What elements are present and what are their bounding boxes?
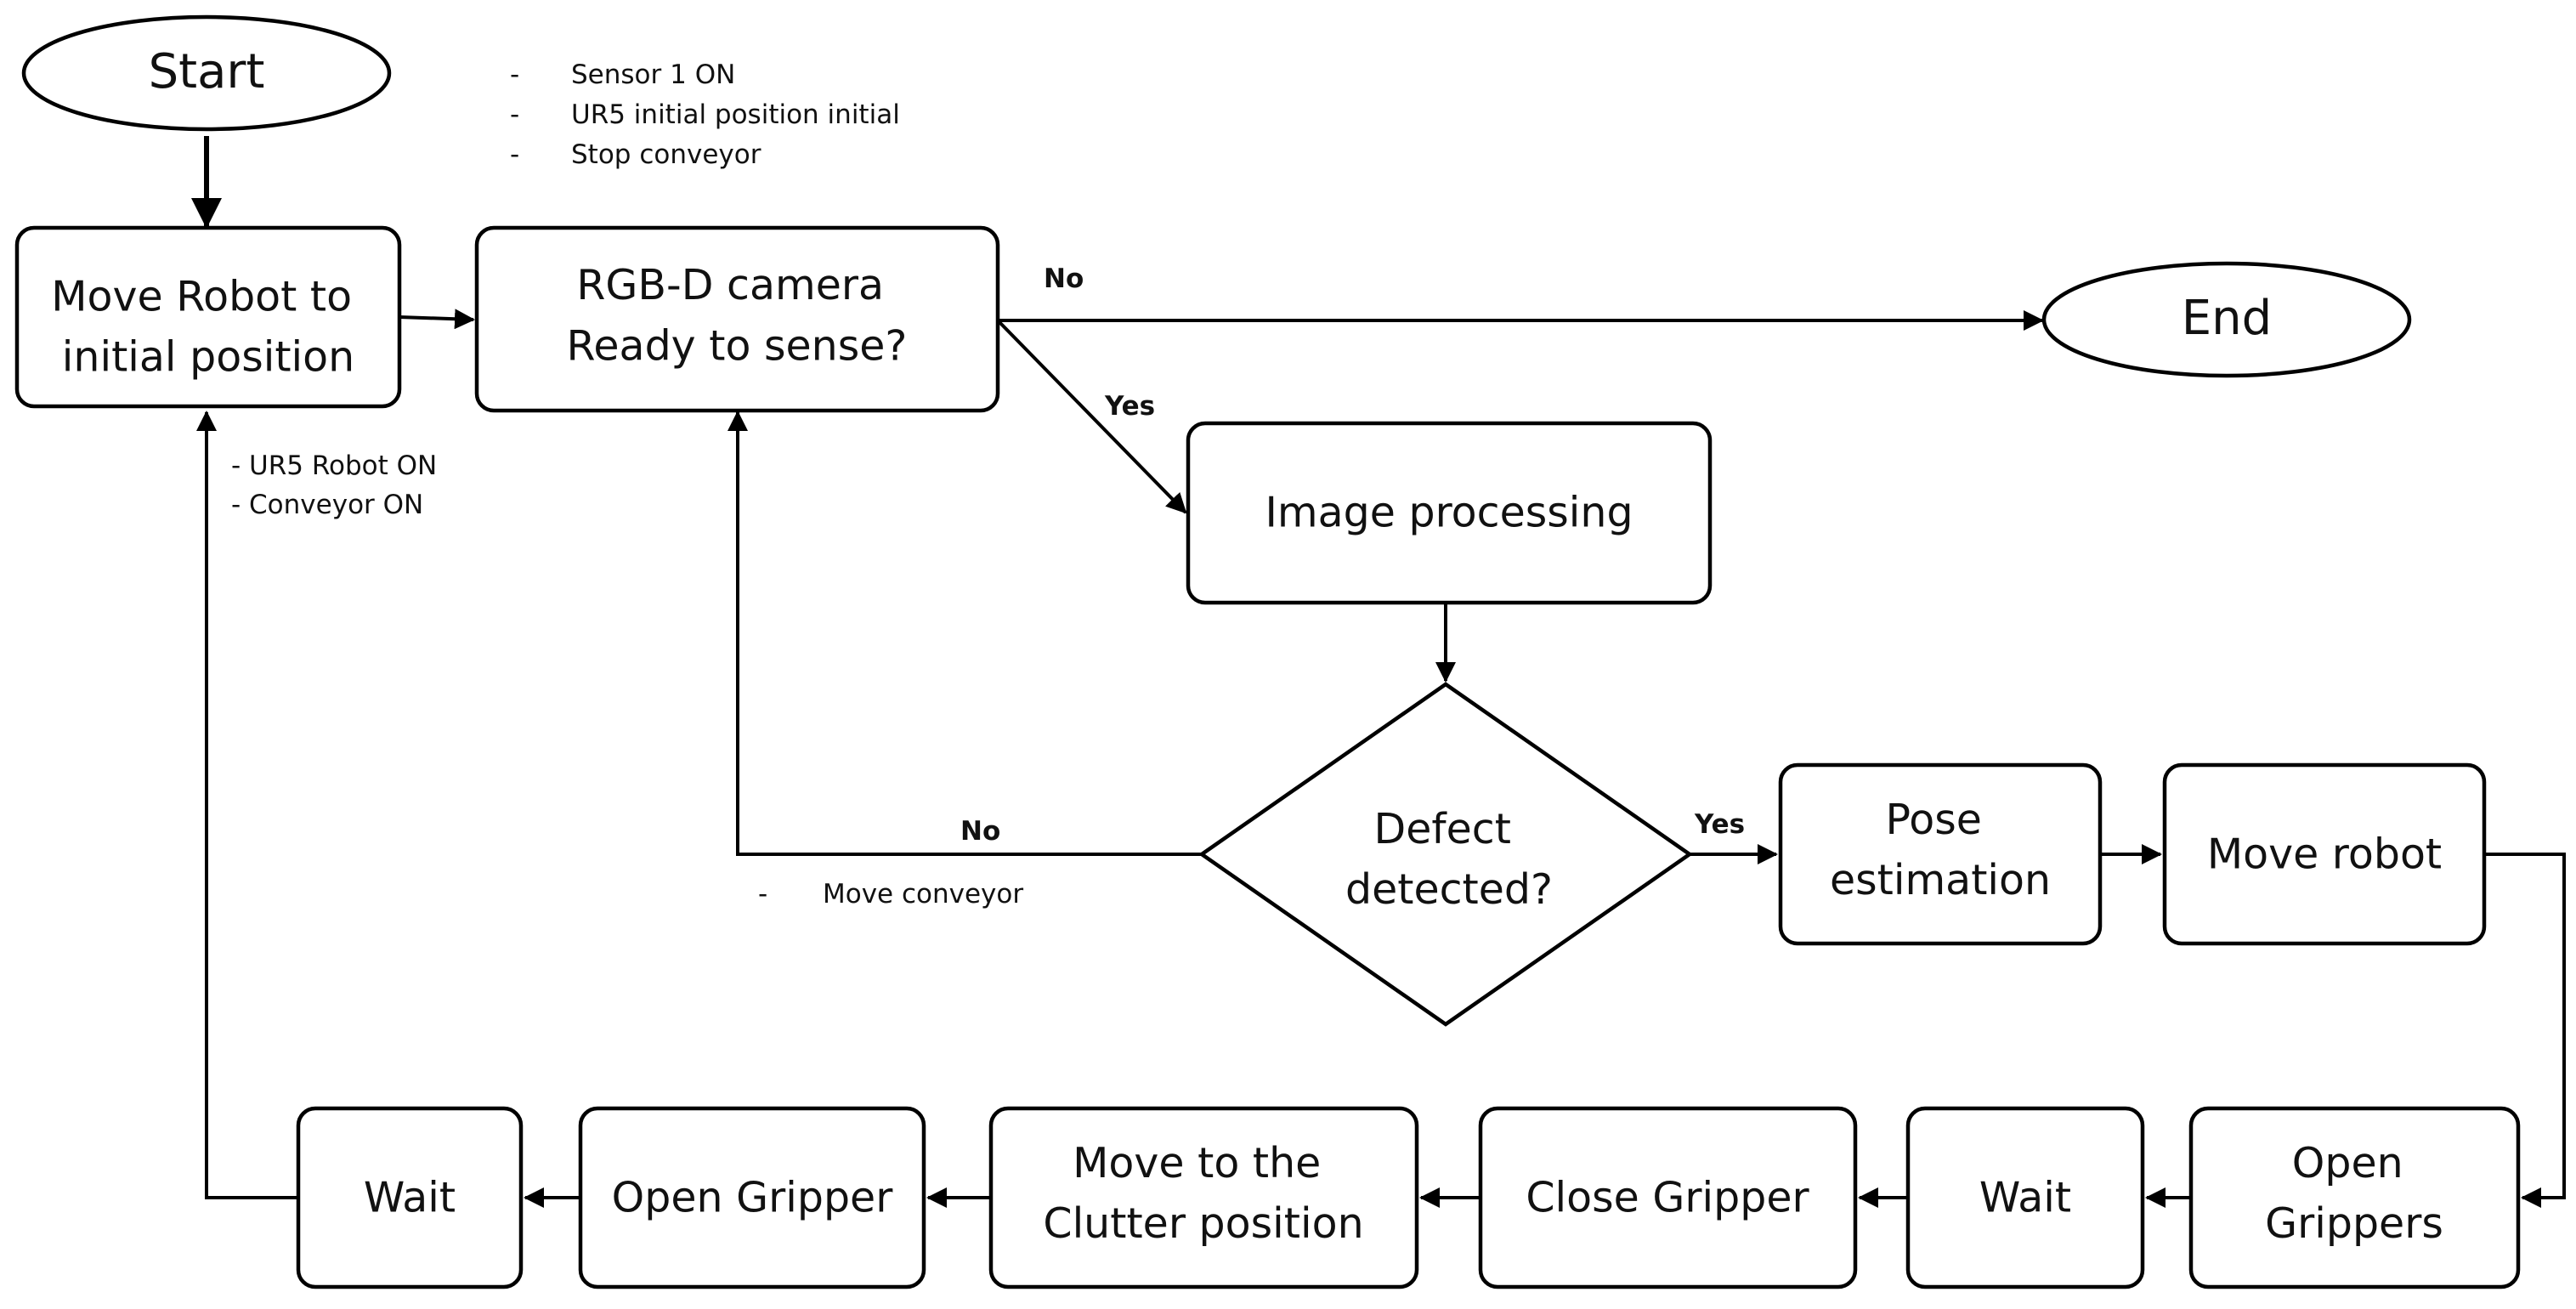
move-robot-label: Move robot xyxy=(2207,830,2442,879)
open-gripper-box: Open Gripper xyxy=(578,1106,926,1289)
svg-text:-: - xyxy=(510,60,519,90)
pose-estimation-line-2: estimation xyxy=(1830,856,2051,904)
pose-estimation-line-1: Pose xyxy=(1885,796,1981,844)
initial-condition-1: Sensor 1 ON xyxy=(571,60,735,90)
edge-move-robot-initial-to-camera xyxy=(399,309,475,330)
defect-detected-diamond: Defect detected? xyxy=(1198,682,1693,1027)
camera-ready-box: RGB-D camera Ready to sense? xyxy=(474,225,1000,413)
defect-detected-line-2: detected? xyxy=(1345,865,1553,914)
image-processing-label: Image processing xyxy=(1265,489,1633,537)
return-condition-1: - UR5 Robot ON xyxy=(231,450,437,481)
svg-text:Move Robot to initial po: Move Robot to initial position xyxy=(51,273,365,382)
move-robot-initial-line-1: Move Robot to xyxy=(51,273,352,321)
open-grippers-line-2: Grippers xyxy=(2265,1199,2443,1248)
move-clutter-line-1: Move to the xyxy=(1073,1139,1321,1187)
wait-left-label: Wait xyxy=(364,1174,456,1222)
camera-no-label: No xyxy=(1044,264,1084,294)
edge-move-robot-to-open-grippers xyxy=(2484,853,2566,1208)
move-robot-initial-line-2: initial position xyxy=(62,333,354,382)
close-gripper-label: Close Gripper xyxy=(1526,1174,1809,1222)
open-gripper-label: Open Gripper xyxy=(612,1174,894,1222)
edge-defect-to-camera xyxy=(728,411,1202,856)
initial-condition-2: UR5 initial position initial xyxy=(571,99,900,130)
wait-right-box: Wait xyxy=(1905,1106,2145,1289)
defect-no-label: No xyxy=(960,816,1000,847)
return-conditions-note: - UR5 Robot ON - Conveyor ON xyxy=(231,450,437,520)
wait-left-box: Wait xyxy=(296,1106,524,1289)
camera-yes-label: Yes xyxy=(1104,391,1155,422)
open-grippers-box: Open Grippers xyxy=(2188,1106,2521,1289)
svg-text:-: - xyxy=(510,139,519,170)
defect-detected-line-1: Defect xyxy=(1373,805,1510,853)
edge-camera-to-image-processing xyxy=(996,319,1187,514)
image-processing-box: Image processing xyxy=(1186,421,1713,605)
svg-text:Pose estimation: Pose estimation xyxy=(1830,796,2051,904)
edges xyxy=(191,136,2566,1208)
svg-text:-: - xyxy=(758,879,767,910)
camera-ready-line-2: Ready to sense? xyxy=(567,321,908,370)
close-gripper-box: Close Gripper xyxy=(1478,1106,1858,1289)
svg-text:Move to the Clutter posi: Move to the Clutter position xyxy=(1043,1139,1363,1248)
return-condition-2: - Conveyor ON xyxy=(231,490,423,520)
pose-estimation-box: Pose estimation xyxy=(1778,762,2103,946)
conveyor-action-note: - Move conveyor xyxy=(758,879,1023,910)
svg-text:Defect detected?: Defect detected? xyxy=(1345,805,1553,914)
svg-text:RGB-D camera Ready to se: RGB-D camera Ready to sense? xyxy=(567,261,908,370)
move-robot-box: Move robot xyxy=(2162,762,2487,946)
initial-conditions-note: - Sensor 1 ON - UR5 initial position ini… xyxy=(510,60,900,170)
defect-yes-label: Yes xyxy=(1694,809,1745,840)
start-label: Start xyxy=(149,44,265,99)
wait-right-label: Wait xyxy=(1979,1174,2071,1222)
svg-text:-: - xyxy=(510,99,519,130)
move-robot-initial-box: Move Robot to initial position xyxy=(14,225,402,409)
conveyor-action-1: Move conveyor xyxy=(823,879,1023,910)
initial-condition-3: Stop conveyor xyxy=(571,139,761,170)
move-clutter-box: Move to the Clutter position xyxy=(988,1106,1419,1289)
move-clutter-line-2: Clutter position xyxy=(1043,1199,1363,1248)
edge-wait-left-to-move-robot-initial xyxy=(196,411,298,1199)
end-terminal: End xyxy=(2041,261,2412,378)
start-terminal: Start xyxy=(21,14,392,132)
camera-ready-line-1: RGB-D camera xyxy=(576,261,884,309)
end-label: End xyxy=(2182,291,2272,346)
svg-text:Open Grippers: Open Grippers xyxy=(2265,1139,2443,1248)
open-grippers-line-1: Open xyxy=(2292,1139,2403,1187)
